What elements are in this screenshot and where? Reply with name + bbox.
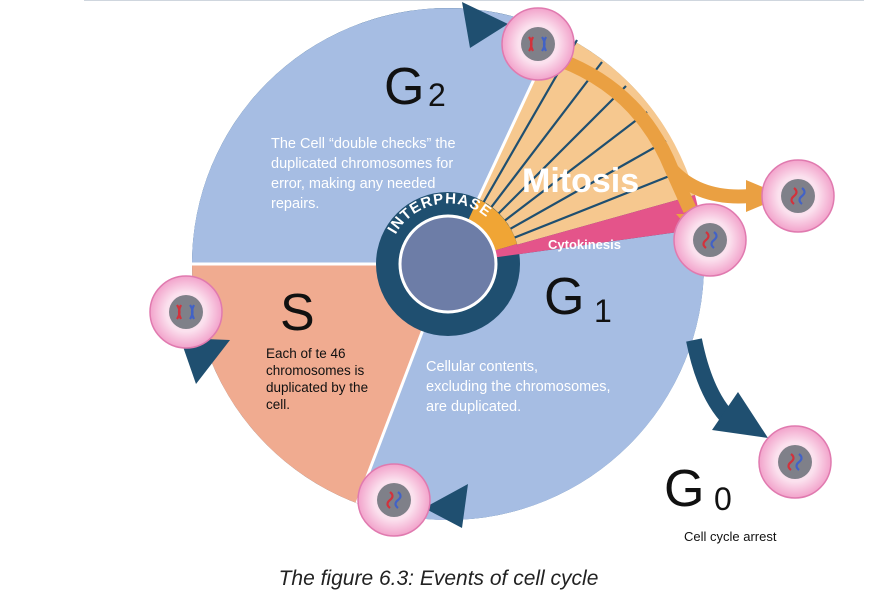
- svg-text:chromosomes is: chromosomes is: [266, 363, 365, 378]
- mitosis-label: Mitosis: [522, 162, 639, 200]
- g0-sub: 0: [714, 481, 732, 517]
- g1-description: Cellular contents, excluding the chromos…: [426, 359, 611, 415]
- svg-text:error, making any needed: error, making any needed: [271, 176, 435, 192]
- g1-letter: G: [544, 268, 584, 326]
- arrow-head-top: [462, 2, 508, 48]
- s-letter: S: [280, 284, 315, 342]
- g0-letter: G: [664, 460, 704, 518]
- s-sector: [192, 264, 448, 504]
- cell-top: [501, 7, 575, 81]
- svg-text:duplicated chromosomes for: duplicated chromosomes for: [271, 156, 453, 172]
- cell-g0: [758, 425, 832, 499]
- hub: [398, 214, 498, 314]
- cell-bottom: [357, 463, 431, 537]
- svg-text:The Cell “double checks” the: The Cell “double checks” the: [271, 136, 456, 152]
- g2-sub: 2: [428, 77, 446, 113]
- arrow-head-bottom: [424, 484, 468, 528]
- cycle-arrows: [180, 2, 508, 528]
- top-rule: [84, 0, 864, 1]
- g2-description: The Cell “double checks” the duplicated …: [271, 136, 456, 212]
- mitosis-sector: [448, 32, 695, 264]
- g1-sub: 1: [594, 293, 612, 329]
- cells: [149, 7, 835, 537]
- mitosis-branch-arrow: [666, 165, 751, 204]
- figure-caption: The figure 6.3: Events of cell cycle: [278, 567, 599, 590]
- g0-arrow-shaft: [686, 338, 736, 426]
- svg-text:duplicated by the: duplicated by the: [266, 380, 368, 395]
- cell-right: [761, 159, 835, 233]
- cell-cytokinesis: [673, 203, 747, 277]
- svg-text:cell.: cell.: [266, 397, 290, 412]
- mitosis-arrow: [557, 53, 697, 213]
- svg-text:excluding the chromosomes,: excluding the chromosomes,: [426, 379, 611, 395]
- svg-text:repairs.: repairs.: [271, 196, 319, 212]
- svg-text:Cellular contents,: Cellular contents,: [426, 359, 538, 375]
- cell-left: [149, 275, 223, 349]
- g2-letter: G: [384, 58, 424, 116]
- svg-text:are duplicated.: are duplicated.: [426, 399, 521, 415]
- g0-description: Cell cycle arrest: [684, 529, 777, 544]
- svg-text:Each of te 46: Each of te 46: [266, 346, 346, 361]
- cytokinesis-label: Cytokinesis: [548, 237, 621, 252]
- arrow-head-left: [180, 338, 230, 384]
- s-description: Each of te 46 chromosomes is duplicated …: [266, 346, 368, 412]
- g0-arrow-head: [712, 392, 768, 438]
